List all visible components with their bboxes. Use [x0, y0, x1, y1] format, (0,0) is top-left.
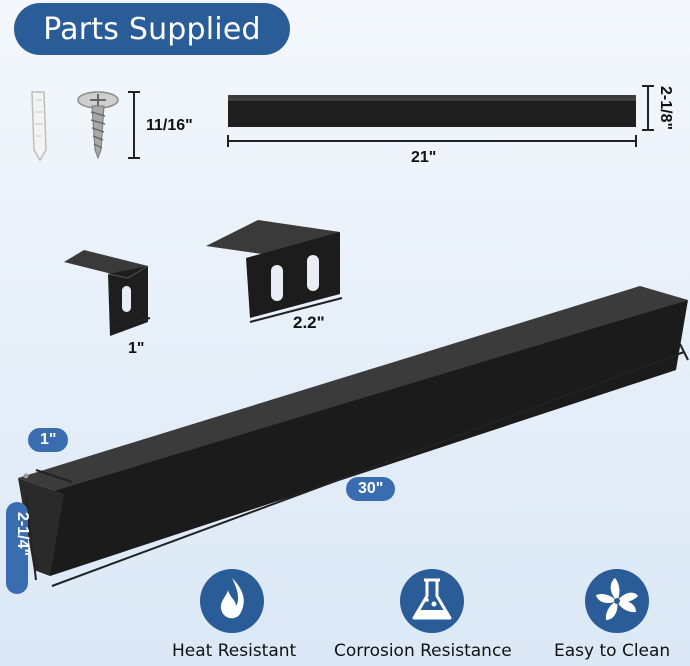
screw-icon [77, 91, 119, 160]
flask-icon [400, 569, 464, 633]
bar-height-badge: 2-1/4" [6, 502, 31, 594]
large-bracket-label: 2.2" [293, 313, 325, 332]
back-strip [228, 95, 636, 127]
large-bracket-dimension-line [249, 297, 343, 323]
flame-icon [200, 569, 264, 633]
small-bracket-dimension-line [111, 317, 151, 329]
small-bracket-label: 1" [128, 340, 145, 357]
screw-dimension-line [128, 91, 140, 159]
bar-length-badge: 30" [346, 477, 396, 501]
strip-dimension-lines [227, 85, 654, 147]
feature-corrosion-label: Corrosion Resistance [334, 641, 512, 661]
strip-height-label: 2-1/8" [657, 86, 674, 131]
feature-heat-label: Heat Resistant [172, 641, 297, 661]
feature-clean-label: Easy to Clean [554, 641, 671, 661]
front-bar [18, 286, 688, 576]
bar-height-label: 2-1/4" [14, 512, 31, 557]
title-banner: Parts Supplied [14, 3, 290, 55]
large-bracket [206, 220, 340, 318]
small-bracket [64, 250, 149, 336]
fan-icon [585, 569, 649, 633]
strip-length-label: 21" [411, 149, 437, 166]
screw-length-label: 11/16" [146, 117, 193, 134]
bar-depth-badge: 1" [28, 428, 69, 452]
wall-anchor-icon [31, 91, 47, 162]
page-title: Parts Supplied [43, 11, 261, 47]
